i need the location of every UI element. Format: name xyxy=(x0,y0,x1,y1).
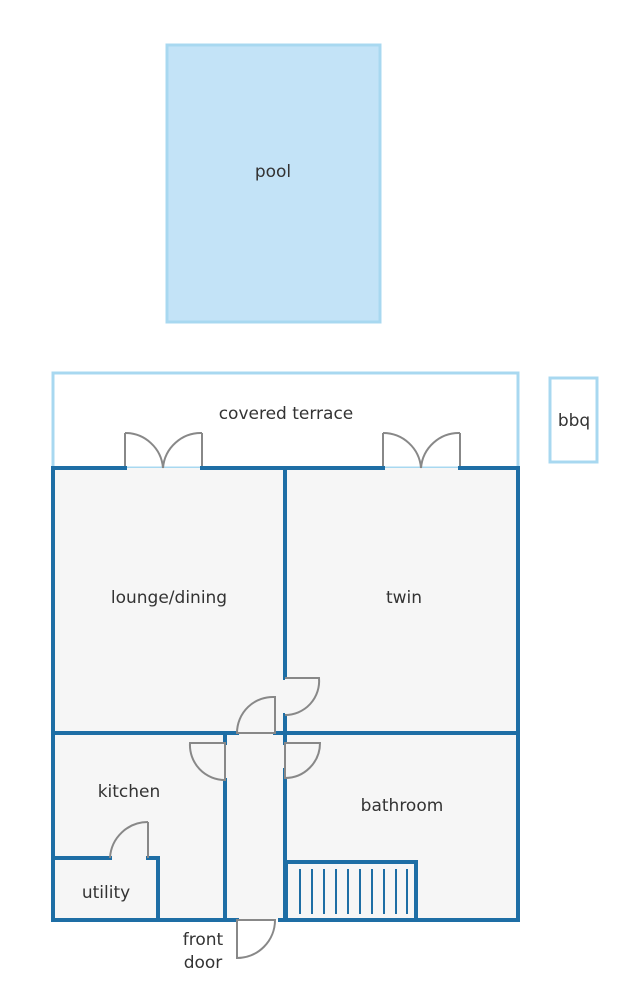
front-door-label-line1: front xyxy=(183,930,224,950)
twin-terrace-door xyxy=(382,431,461,469)
lounge-dining-label: lounge/dining xyxy=(111,588,227,608)
twin-label: twin xyxy=(386,588,422,608)
front-door-label-line2: door xyxy=(184,953,223,973)
lounge-door xyxy=(235,695,276,734)
lounge-terrace-door xyxy=(124,431,203,469)
house-walls xyxy=(51,466,520,922)
kitchen-door xyxy=(188,742,226,782)
utility-label: utility xyxy=(82,883,130,903)
covered-terrace-label: covered terrace xyxy=(219,404,354,424)
bbq-area xyxy=(548,376,599,464)
twin-door xyxy=(284,677,321,717)
front-door xyxy=(236,919,277,960)
bathroom-door xyxy=(284,742,322,780)
utility-door xyxy=(109,820,149,859)
bathroom-shower-tray xyxy=(299,869,408,914)
covered-terrace xyxy=(51,371,520,470)
kitchen-label: kitchen xyxy=(98,782,161,802)
pool-label: pool xyxy=(255,162,291,182)
bathroom-label: bathroom xyxy=(361,796,444,816)
bbq-label: bbq xyxy=(558,411,590,431)
pool-area xyxy=(165,43,382,324)
